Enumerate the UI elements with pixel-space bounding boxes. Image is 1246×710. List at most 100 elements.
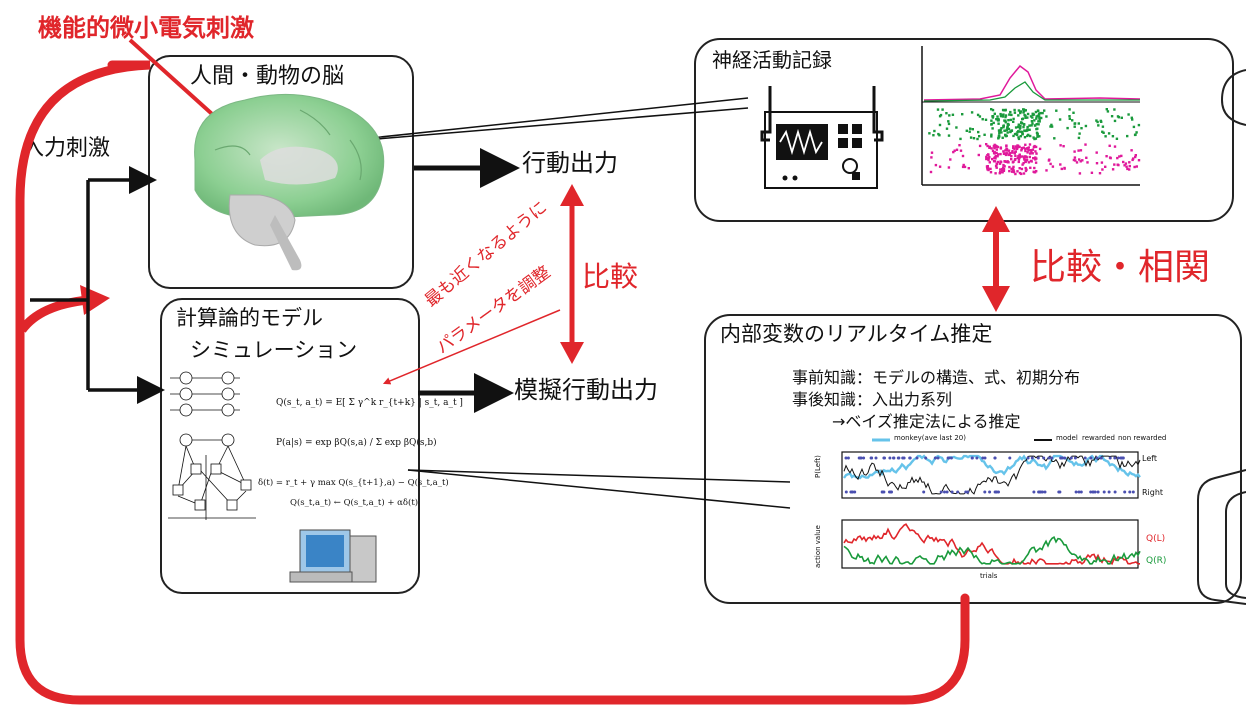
raster-tick [965,129,968,132]
raster-tick [1110,115,1114,118]
raster-tick [1063,167,1066,170]
raster-tick [1001,115,1005,118]
trial-dot [915,456,919,460]
raster-tick [1010,113,1013,117]
raster-tick [1002,163,1005,167]
raster-tick [1131,118,1134,121]
trial-dot [846,456,850,460]
raster-tick [1008,152,1012,155]
raster-tick [1021,130,1024,134]
raster-tick [1078,132,1081,135]
raster-tick [1080,127,1083,130]
raster-tick [1005,148,1009,151]
raster-tick [1011,167,1015,170]
raster-tick [1015,147,1019,151]
raster-tick [963,165,967,169]
raster-tick [1005,145,1008,148]
input-label: 入力刺激 [22,136,111,161]
raster-tick [996,115,999,118]
raster-tick [997,119,1000,122]
raster-tick [971,128,974,131]
raster-tick [999,128,1002,132]
raster-tick [1013,111,1017,114]
raster-tick [1012,165,1015,169]
trial-dot [975,456,979,460]
raster-tick [1019,135,1022,138]
trial-dot [997,490,1000,494]
raster-tick [1049,125,1052,128]
raster-tick [1058,118,1062,121]
trial-dot [939,490,943,494]
raster-tick [1002,167,1006,171]
raster-tick [1024,116,1027,119]
trial-dot [1116,456,1120,460]
trial-dot [1095,456,1099,460]
raster-tick [1019,130,1022,133]
raster-tick [1124,162,1128,165]
raster-tick [1024,169,1028,173]
raster-tick [930,151,934,154]
raster-tick [1000,127,1003,130]
raster-tick [994,155,998,158]
raster-tick [1135,165,1138,168]
trial-dot [882,456,886,460]
trial-dot [1107,490,1111,494]
raster-tick [995,148,998,151]
raster-tick [1132,157,1135,160]
raster-tick [1126,134,1129,138]
raster-tick [1035,115,1038,118]
raster-tick [1007,127,1011,131]
raster-tick [1026,112,1030,116]
raster-tick [1009,130,1012,133]
raster-tick [986,144,989,148]
raster-tick [1029,149,1032,152]
raster-tick [1002,126,1005,129]
raster-tick [1134,154,1137,157]
raster-tick [1012,120,1015,123]
raster-tick [1020,147,1024,151]
raster-tick [1034,137,1038,140]
trial-dot [943,490,946,494]
raster-tick [991,127,994,130]
raster-tick [970,111,974,114]
raster-tick [1079,149,1083,152]
raster-tick [1004,149,1007,152]
trial-dot [896,456,900,460]
trial-dot [1030,456,1034,460]
trial-dot [1050,456,1054,460]
raster-tick [1038,135,1041,138]
raster-tick [1079,160,1082,163]
raster-tick [1053,137,1056,140]
trial-dot [956,490,960,494]
raster-tick [1059,144,1062,147]
raster-tick [990,108,993,111]
raster-tick [1013,158,1017,162]
raster-tick [995,151,998,155]
trial-dot [908,456,912,460]
raster-tick [1095,162,1099,165]
raster-tick [1120,116,1123,119]
raster-tick [1037,112,1041,115]
trial-dot [901,456,905,460]
raster-tick [994,172,997,175]
posterior-text: 事後知識：入出力系列 [792,390,953,409]
equation-4: Q(s_t,a_t) ← Q(s_t,a_t) + αδ(t) [290,498,419,508]
raster-tick [1029,115,1033,118]
raster-tick [1016,170,1019,173]
raster-tick [967,167,970,170]
raster-tick [1022,123,1026,126]
raster-tick [947,166,951,169]
raster-tick [1130,149,1133,152]
raster-tick [1098,172,1102,175]
raster-tick [948,114,951,117]
raster-tick [992,160,996,163]
raster-tick [1006,126,1009,129]
trial-dot [880,490,884,494]
raster-tick [1059,163,1062,166]
raster-tick [999,160,1003,164]
raster-tick [1025,129,1028,132]
raster-tick [1006,131,1009,134]
raster-tick [986,157,989,160]
raster-tick [987,167,990,170]
